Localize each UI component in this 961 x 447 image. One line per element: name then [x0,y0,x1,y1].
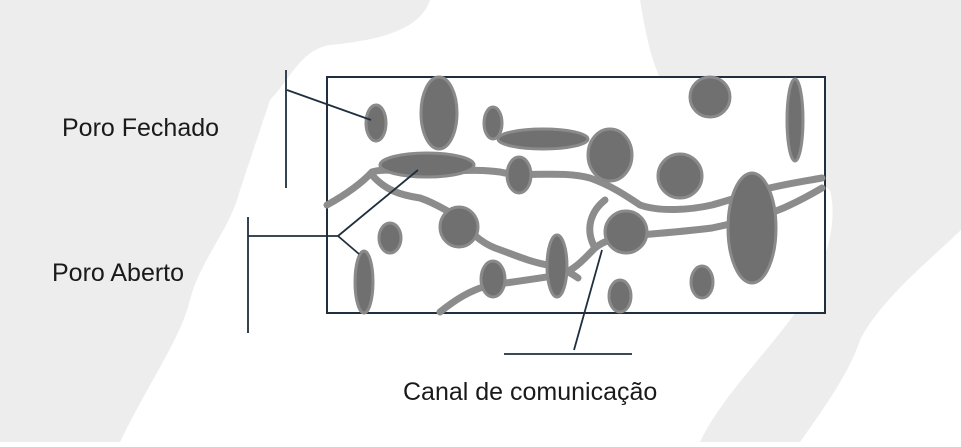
pore [607,278,633,314]
pore [438,205,480,249]
leader-open-pore-b [337,235,360,255]
pore-thin-vertical [785,77,805,163]
channel-branch-left [368,171,459,219]
pore [377,221,403,255]
leader-closed-pore [286,89,372,121]
pore [656,152,704,200]
pore [505,155,533,195]
pore [689,264,715,300]
leader-channel [573,249,603,351]
pore-closed-small [364,103,388,143]
pore-large-vertical-right [726,171,778,285]
pore-horizontal [496,127,590,151]
pore [603,209,649,255]
label-closed-pore: Poro Fechado [62,114,220,142]
pore [482,105,504,141]
pore [479,259,507,299]
pores [353,75,805,315]
pore-open-horizontal [378,151,476,179]
channel-right-up [586,196,609,252]
label-open-pore: Poro Aberto [52,259,185,287]
leader-lines [247,70,632,355]
pore [586,127,634,183]
label-communication-channel: Canal de comunicação [403,378,658,406]
pore [688,75,732,119]
leader-open-pore-a [337,169,419,237]
pore-open-edge [353,249,375,315]
pore-large-vertical [419,75,459,151]
pore [545,233,569,299]
